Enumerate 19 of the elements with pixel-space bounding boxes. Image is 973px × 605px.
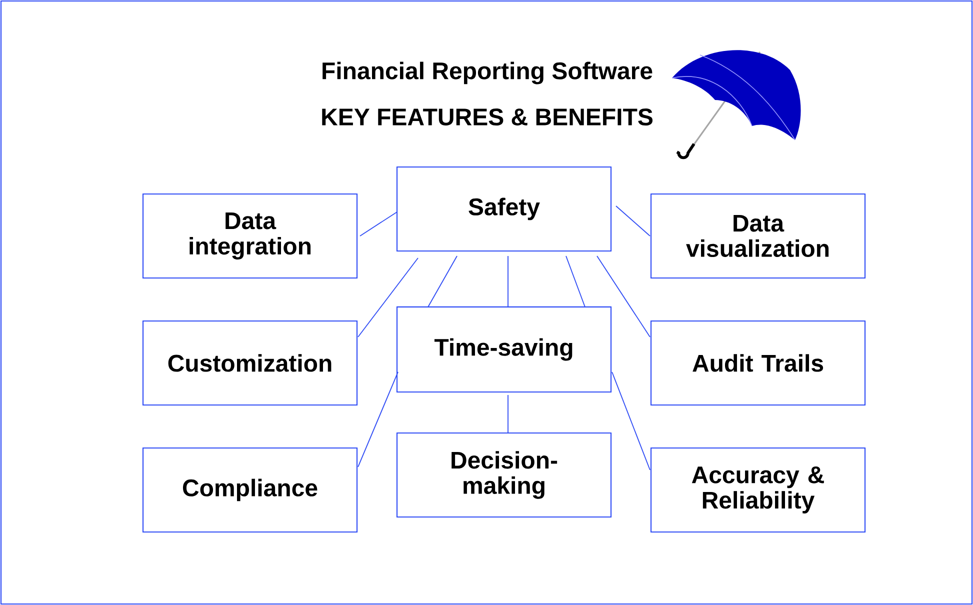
title: Financial Reporting Software — [322, 62, 652, 84]
feature-box: Decision-making — [396, 432, 612, 518]
connector-line — [428, 256, 458, 308]
feature-box: Compliance — [142, 447, 358, 533]
subtitle: KEY FEATURES & BENEFITS — [322, 108, 653, 126]
feature-box: Accuracy & Reliability — [650, 447, 866, 533]
feature-box: Data visualization — [650, 193, 866, 279]
connector-line — [616, 206, 650, 236]
feature-box: Customization — [142, 320, 358, 406]
feature-box: Safety — [396, 166, 612, 252]
connector-line — [358, 258, 418, 338]
connector-line — [566, 256, 586, 308]
connector-line — [612, 372, 650, 470]
connector-line — [596, 256, 650, 338]
feature-box: Data integration — [142, 193, 358, 279]
feature-box: Time-saving — [396, 306, 612, 393]
connector-line — [358, 372, 398, 468]
connector-line — [360, 212, 398, 236]
feature-box: Audit Trails — [650, 320, 866, 406]
